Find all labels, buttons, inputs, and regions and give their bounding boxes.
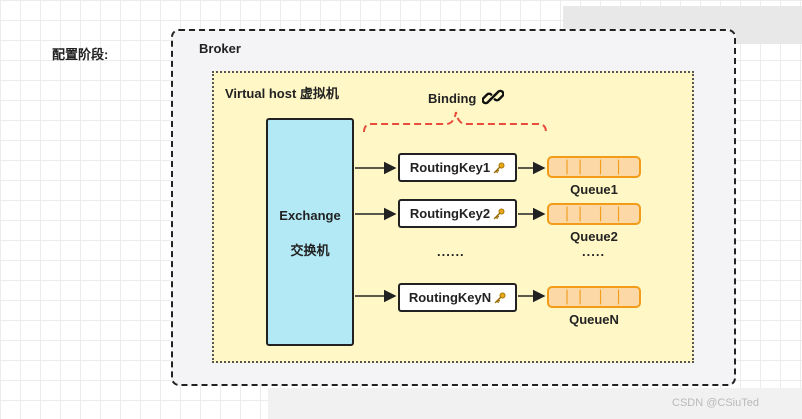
broker-title: Broker [199,41,241,56]
queue-label: QueueN [569,312,619,327]
queue-box [547,156,641,178]
routing-key-label: RoutingKey2 [409,206,491,221]
virtual-host-title: Virtual host 虚拟机 [225,86,339,101]
routing-key-box: RoutingKey2 [398,199,517,228]
exchange-subtitle: 交换机 [290,243,330,258]
routing-key-box: RoutingKey1 [398,153,517,182]
binding-label: Binding [428,91,477,106]
queue-box [547,286,641,308]
routing-key-box: RoutingKeyN [398,283,517,312]
key-icon [493,162,505,174]
queue-ellipsis: ..... [582,244,606,259]
grey-patch-bottom [268,388,802,419]
queue-box [547,203,641,225]
binding-brace [363,111,547,133]
stage-label: 配置阶段: [52,47,109,62]
queue-label: Queue1 [570,182,618,197]
exchange-title: Exchange [279,208,341,223]
routing-key-label: RoutingKey1 [409,160,491,175]
link-icon [482,89,504,105]
exchange-box [266,118,354,346]
queue-label: Queue2 [570,229,618,244]
key-icon [494,292,506,304]
watermark: CSDN @CSiuTed [672,397,759,409]
key-icon [493,208,505,220]
routing-key-ellipsis: ...... [437,244,465,259]
routing-key-label: RoutingKeyN [408,290,492,305]
